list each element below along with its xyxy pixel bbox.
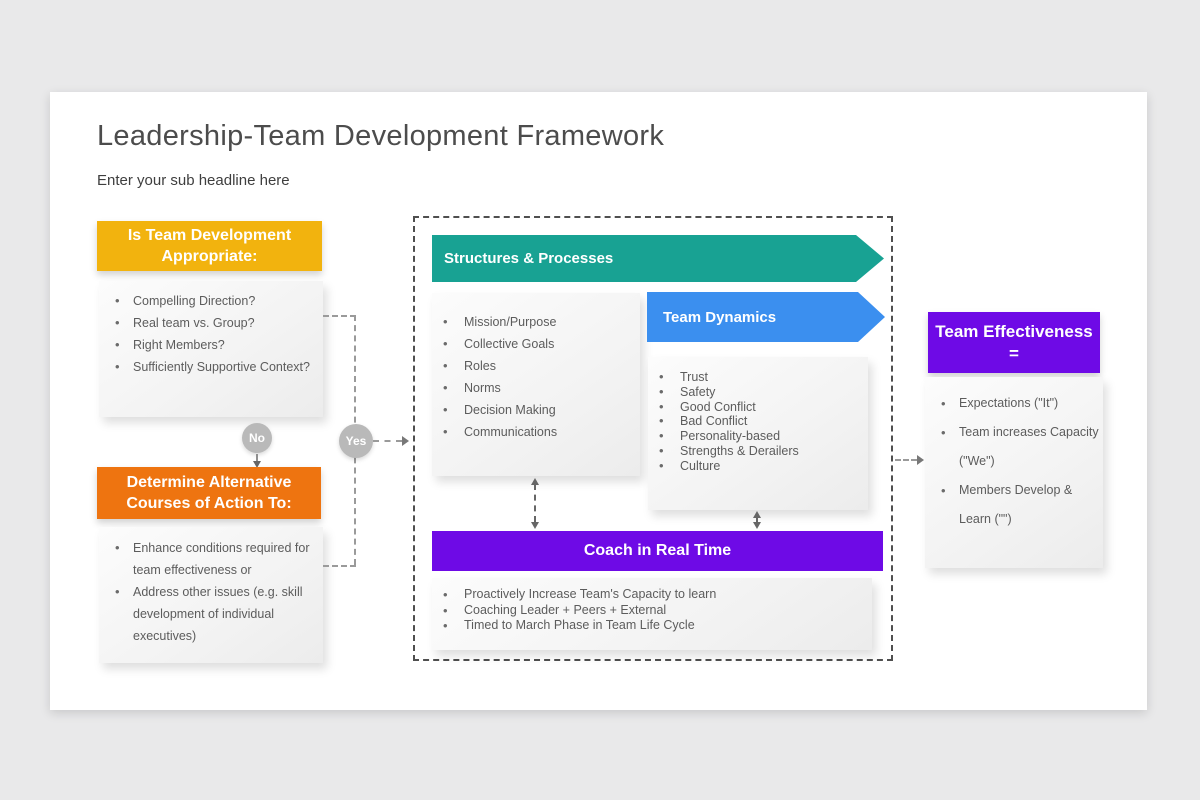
structures-coach-arrow-down-icon xyxy=(531,522,539,529)
list-item: Real team vs. Group? xyxy=(99,312,323,334)
list-item: Collective Goals xyxy=(432,333,640,355)
yes-path-bottom-segment xyxy=(323,565,356,567)
list-item: Culture xyxy=(648,459,868,474)
no-arrow-down-icon xyxy=(253,461,261,468)
list-item: Good Conflict xyxy=(648,400,868,415)
coach-list: Proactively Increase Team's Capacity to … xyxy=(432,578,872,650)
list-item: Sufficiently Supportive Context? xyxy=(99,356,323,378)
yes-path-top-segment xyxy=(323,315,356,317)
slide-canvas: Leadership-Team Development Framework En… xyxy=(50,92,1147,710)
list-item: Enhance conditions required for team eff… xyxy=(99,537,323,581)
list-item: Bad Conflict xyxy=(648,414,868,429)
coach-banner: Coach in Real Time xyxy=(432,531,883,571)
list-item: Communications xyxy=(432,421,640,443)
effectiveness-arrow-right-icon xyxy=(917,455,924,465)
alternative-header-box: Determine Alternative Courses of Action … xyxy=(97,467,321,519)
list-item: Timed to March Phase in Team Life Cycle xyxy=(432,618,872,634)
yes-circle: Yes xyxy=(339,424,373,458)
list-item: Decision Making xyxy=(432,399,640,421)
question-header-box: Is Team Development Appropriate: xyxy=(97,221,322,271)
list-item: Strengths & Derailers xyxy=(648,444,868,459)
yes-arrow-right-icon xyxy=(402,436,409,446)
structures-list: Mission/PurposeCollective GoalsRolesNorm… xyxy=(432,293,640,476)
list-item: Norms xyxy=(432,377,640,399)
list-item: Mission/Purpose xyxy=(432,311,640,333)
structures-banner: Structures & Processes xyxy=(432,235,884,282)
list-item: Coaching Leader + Peers + External xyxy=(432,603,872,619)
list-item: Personality-based xyxy=(648,429,868,444)
dynamics-coach-arrow-up-icon xyxy=(753,511,761,518)
list-item: Proactively Increase Team's Capacity to … xyxy=(432,587,872,603)
no-circle: No xyxy=(242,423,272,453)
list-item: Team increases Capacity ("We") xyxy=(925,418,1103,476)
effectiveness-header-box: Team Effectiveness = xyxy=(928,312,1100,373)
list-item: Safety xyxy=(648,385,868,400)
no-arrow-stem xyxy=(256,454,258,463)
page-subtitle: Enter your sub headline here xyxy=(97,172,290,189)
list-item: Address other issues (e.g. skill develop… xyxy=(99,581,323,647)
question-list: Compelling Direction?Real team vs. Group… xyxy=(99,281,323,417)
alternative-list: Enhance conditions required for team eff… xyxy=(99,527,323,663)
yes-arrow-line xyxy=(373,440,402,442)
list-item: Right Members? xyxy=(99,334,323,356)
dynamics-banner: Team Dynamics xyxy=(647,292,885,342)
structures-coach-arrow-up-icon xyxy=(531,478,539,485)
dynamics-coach-arrow-down-icon xyxy=(753,522,761,529)
list-item: Compelling Direction? xyxy=(99,290,323,312)
effectiveness-arrow-line xyxy=(895,459,917,461)
list-item: Trust xyxy=(648,370,868,385)
effectiveness-list: Expectations ("It")Team increases Capaci… xyxy=(925,377,1103,568)
structures-coach-connector xyxy=(534,484,536,522)
list-item: Expectations ("It") xyxy=(925,389,1103,418)
page-title: Leadership-Team Development Framework xyxy=(97,120,665,152)
list-item: Members Develop & Learn ("") xyxy=(925,476,1103,534)
list-item: Roles xyxy=(432,355,640,377)
dynamics-coach-connector xyxy=(756,517,758,523)
dynamics-list: TrustSafetyGood ConflictBad ConflictPers… xyxy=(648,357,868,510)
framework-container xyxy=(413,216,893,661)
